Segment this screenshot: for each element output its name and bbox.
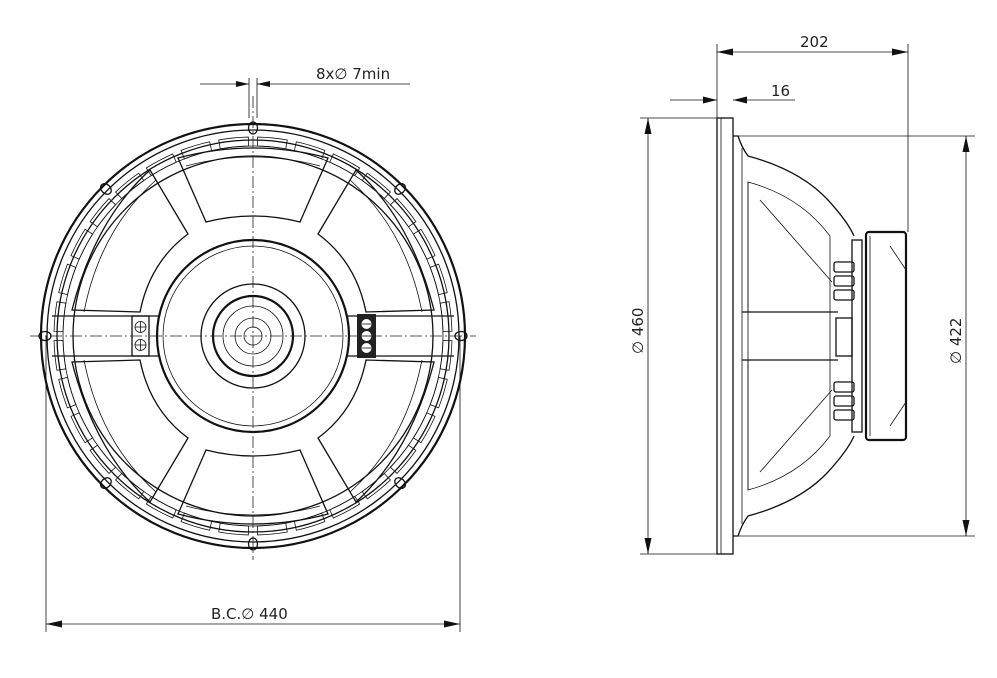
top-plate: [851, 239, 863, 433]
rim-slot: [58, 263, 77, 296]
motor-fin: [833, 289, 855, 301]
basket-window-top-right: [317, 168, 435, 313]
basket-window-bottom-right: [317, 359, 435, 504]
flange-thickness-label: 16: [771, 82, 790, 100]
cone-line-top: [759, 199, 833, 283]
rim-slot: [329, 495, 361, 519]
magnet: [864, 230, 908, 442]
terminal-side: [835, 317, 853, 357]
rim-slot: [361, 172, 391, 200]
basket-window-top: [177, 147, 329, 223]
rim-slot: [293, 512, 326, 531]
rim-slot: [53, 339, 67, 371]
rim-slots: [53, 136, 453, 536]
rim-slot: [218, 136, 250, 150]
rim-slot: [256, 136, 288, 150]
depth-dimension: 202: [716, 33, 909, 232]
rim-slot: [70, 412, 94, 444]
rim-slot: [329, 153, 361, 177]
rim-slot: [256, 522, 288, 536]
rim-slot: [115, 172, 145, 200]
rim-slot: [89, 444, 117, 474]
outer-diameter-dimension: ∅ 460: [629, 117, 717, 555]
motor-fin: [833, 381, 855, 393]
bolt-circle-dimension: B.C.∅ 440: [45, 336, 461, 632]
window-rib-right-bottom: [349, 359, 423, 493]
depth-label: 202: [800, 33, 829, 51]
rim-slot: [412, 412, 436, 444]
motor-fin: [833, 275, 855, 287]
rim-slot: [439, 339, 453, 371]
rim-slot: [53, 301, 67, 333]
motor-fin: [833, 409, 855, 421]
bolt-circle-label: B.C.∅ 440: [211, 605, 288, 623]
side-view: [716, 117, 908, 555]
rim-slot: [218, 522, 250, 536]
rim-slot: [180, 141, 213, 160]
bolt-hole: [99, 477, 112, 490]
outer-diameter-label: ∅ 460: [629, 308, 647, 354]
front-view: [30, 96, 476, 560]
rim-slot: [70, 228, 94, 260]
rim-slot: [439, 301, 453, 333]
cutout-diameter-dimension: ∅ 422: [738, 135, 975, 537]
rim-slot: [89, 198, 117, 228]
bolt-hole-callout: 8x∅ 7min: [200, 65, 410, 118]
flange-thickness-dimension: 16: [670, 82, 795, 104]
basket-profile-top: [733, 135, 855, 237]
basket-window-top-left: [71, 168, 189, 313]
bolt-holes-label: 8x∅ 7min: [316, 65, 390, 83]
cone-line-bottom: [759, 389, 833, 473]
window-rib-bottom: [185, 505, 321, 516]
window-rib-left-top: [83, 179, 157, 313]
window-rib-right-top: [349, 179, 423, 313]
basket-window-bottom-left: [71, 359, 189, 504]
cutout-diameter-label: ∅ 422: [947, 318, 965, 364]
rim-slot: [361, 472, 391, 500]
rim-slot: [429, 376, 448, 409]
bolt-hole: [394, 477, 407, 490]
rim-slot: [389, 198, 417, 228]
rim-slot: [412, 228, 436, 260]
basket-cone: [747, 181, 831, 491]
flange: [716, 117, 734, 555]
motor-fin: [833, 261, 855, 273]
rim-slot: [58, 376, 77, 409]
rim-slot: [145, 153, 177, 177]
basket-profile-bottom: [733, 435, 855, 537]
basket-window-bottom: [177, 449, 329, 525]
bolt-hole: [99, 182, 112, 195]
window-rib-left-bottom: [83, 359, 157, 493]
bolt-hole: [394, 182, 407, 195]
back-plate: [889, 245, 907, 427]
motor-fin: [833, 395, 855, 407]
rim-slot: [429, 263, 448, 296]
motor-fins: [833, 261, 855, 421]
rim-slot: [115, 472, 145, 500]
rim-slot: [389, 444, 417, 474]
rim-slot: [145, 495, 177, 519]
